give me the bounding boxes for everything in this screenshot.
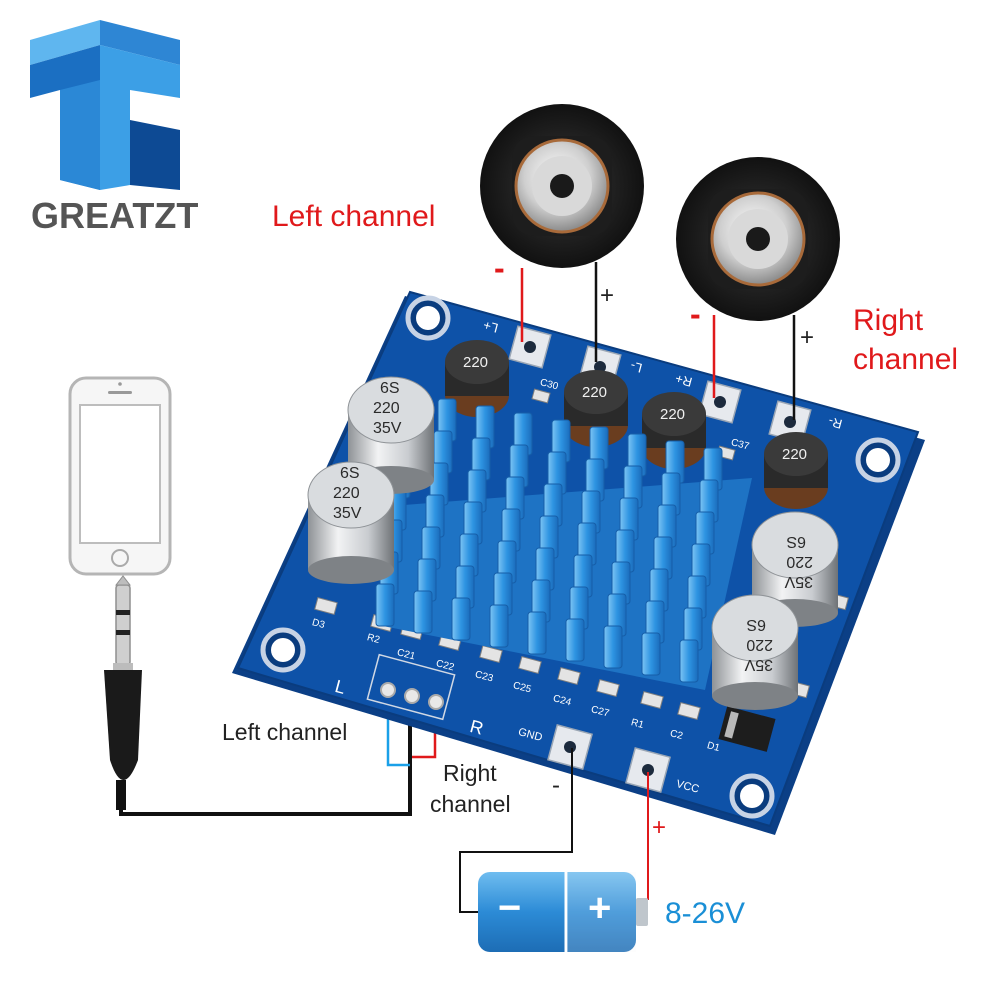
heatsink-fin — [375, 583, 395, 627]
svg-text:220: 220 — [660, 406, 685, 423]
terminal-label-lminus: L- — [629, 358, 644, 375]
capacitor: 6S 220 35V — [711, 594, 799, 710]
svg-text:6S: 6S — [380, 380, 400, 397]
left-speaker-icon — [480, 104, 644, 268]
vcc-plus-sign: + — [652, 814, 667, 841]
svg-text:35V: 35V — [784, 573, 813, 590]
svg-text:220: 220 — [782, 446, 807, 463]
silk-r2: R2 — [366, 632, 382, 646]
heatsink-fin — [413, 590, 433, 634]
voltage-label: 8-26V — [665, 897, 746, 930]
silk-c37: C37 — [730, 437, 751, 452]
heatsink-fin — [603, 625, 623, 669]
heatsink — [375, 391, 752, 690]
silk-d3: D3 — [311, 617, 327, 631]
svg-text:6S: 6S — [746, 616, 766, 633]
silk-c24: C24 — [552, 693, 573, 708]
right-speaker-minus-sign: - — [690, 296, 701, 332]
silk-c2: C2 — [669, 728, 685, 742]
brand-name: GREATZT — [31, 195, 199, 236]
audio-cable — [119, 694, 412, 816]
gnd-wire — [459, 748, 573, 913]
terminal-label-lplus: L+ — [482, 318, 500, 336]
heatsink-fin — [451, 597, 471, 641]
heatsink-fin — [565, 618, 585, 662]
svg-text:220: 220 — [786, 553, 813, 570]
brand-logo — [30, 20, 180, 190]
amplifier-board: L+ L- R+ R- GND VCC L R C30 C37 C21 C22 … — [232, 290, 925, 835]
svg-text:35V: 35V — [744, 656, 773, 673]
left-speaker-plus-sign: + — [600, 282, 615, 309]
smartphone-icon — [68, 376, 172, 576]
svg-text:220: 220 — [746, 636, 773, 653]
silk-c23: C23 — [474, 669, 495, 684]
inductor: 220 — [564, 370, 628, 447]
input-label-r: R — [468, 716, 486, 739]
left-channel-input-label: Left channel — [222, 719, 348, 745]
terminal-label-rplus: R+ — [674, 371, 694, 390]
silk-c21: C21 — [396, 647, 417, 662]
right-speaker-icon — [676, 157, 840, 321]
battery-icon — [478, 872, 648, 952]
svg-text:6S: 6S — [786, 533, 806, 550]
right-channel-input-label-line1: Right — [443, 760, 497, 786]
svg-text:220: 220 — [333, 485, 360, 502]
svg-text:6S: 6S — [340, 465, 360, 482]
svg-text:220: 220 — [582, 384, 607, 401]
heatsink-fin — [679, 639, 699, 683]
silk-c25: C25 — [512, 680, 533, 695]
inductor: 220 — [764, 432, 828, 509]
right-channel-speaker-label-line2: channel — [853, 343, 959, 376]
right-channel-speaker-label-line1: Right — [853, 304, 924, 337]
gnd-minus-sign: - — [552, 772, 560, 799]
heatsink-fin — [527, 611, 547, 655]
input-label-l: L — [333, 676, 348, 698]
audio-jack-icon — [104, 575, 142, 810]
inductor: 220 — [445, 340, 509, 417]
heatsink-fin — [489, 604, 509, 648]
heatsink-fin — [641, 632, 661, 676]
terminal-label-rminus: R- — [827, 414, 844, 432]
terminal-label-vcc: VCC — [675, 778, 701, 796]
svg-text:220: 220 — [373, 400, 400, 417]
capacitor: 6S 220 35V — [307, 461, 395, 584]
right-speaker-plus-sign: + — [800, 324, 815, 351]
battery-minus-sign: − — [498, 886, 522, 930]
svg-text:35V: 35V — [373, 420, 402, 437]
svg-text:220: 220 — [463, 354, 488, 371]
right-channel-input-label-line2: channel — [430, 791, 511, 817]
silk-r1: R1 — [630, 717, 646, 731]
left-speaker-minus-sign: - — [494, 250, 505, 286]
silk-c30: C30 — [539, 377, 560, 392]
silk-c22: C22 — [435, 658, 456, 673]
svg-text:35V: 35V — [333, 505, 362, 522]
capacitor: 6S 220 35V — [347, 376, 435, 494]
battery-plus-sign: + — [588, 886, 612, 930]
silk-d1: D1 — [706, 740, 722, 754]
silk-c27: C27 — [590, 704, 611, 719]
left-channel-speaker-label: Left channel — [272, 200, 436, 233]
